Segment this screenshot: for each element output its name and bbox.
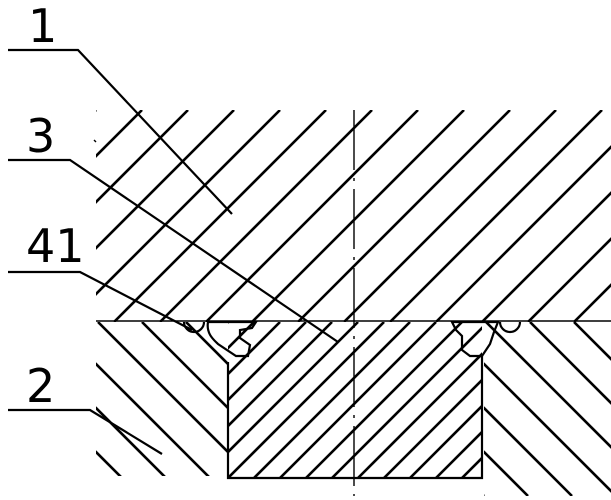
- label-part-41: 41: [26, 219, 85, 273]
- hatch-line: [274, 322, 448, 496]
- hatch-line: [488, 322, 611, 478]
- hatch-line: [96, 110, 281, 296]
- hatch-line: [230, 322, 404, 496]
- hatch-line: [435, 145, 611, 322]
- hatch-line: [389, 110, 603, 322]
- hatch-line: [96, 322, 185, 476]
- hatch-line: [228, 322, 385, 478]
- hatch-line: [573, 322, 611, 496]
- hatch-line: [251, 110, 465, 322]
- hatch-line: [305, 322, 463, 478]
- center-block-hatching: [228, 322, 611, 478]
- hatch-line: [228, 322, 359, 454]
- hatch-line: [96, 322, 141, 476]
- hatch-line: [279, 322, 437, 478]
- hatch-line: [141, 322, 228, 476]
- hatch-line: [318, 322, 492, 496]
- hatch-line: [566, 322, 611, 478]
- hatch-line: [481, 191, 611, 322]
- hatch-line: [484, 322, 611, 496]
- label-part-2: 2: [26, 359, 55, 413]
- label-part-1: 1: [28, 0, 57, 53]
- hatch-line: [484, 322, 485, 496]
- hatch-line: [383, 378, 482, 478]
- right-seal-groove: [450, 320, 500, 358]
- hatch-line: [529, 322, 611, 496]
- hatch-line: [96, 322, 228, 476]
- center-block-outline: [226, 356, 484, 480]
- hatch-line: [228, 322, 333, 428]
- hatch-line: [485, 322, 611, 496]
- hatch-line: [357, 352, 482, 478]
- hatch-line: [228, 322, 229, 324]
- hatch-line: [113, 110, 327, 322]
- tick-mark: [93, 139, 97, 143]
- leader-line-41: [8, 270, 193, 331]
- hatch-line: [484, 322, 529, 496]
- hatch-line: [205, 110, 419, 322]
- hatch-line: [484, 322, 573, 496]
- right-seal-bead: [498, 321, 522, 334]
- hatch-line: [331, 326, 482, 478]
- upper-part-hatching: [96, 110, 611, 322]
- left-seal-groove: [206, 320, 259, 358]
- hatch-line: [228, 322, 307, 402]
- hatch-line: [96, 110, 235, 250]
- hatch-line: [343, 110, 557, 322]
- hatch-line: [461, 456, 482, 478]
- hatch-line: [297, 110, 511, 322]
- label-part-3: 3: [26, 109, 55, 163]
- hatch-line: [185, 322, 228, 476]
- hatch-line: [96, 110, 189, 204]
- leader-line-3: [8, 158, 339, 343]
- hatch-line: [362, 322, 536, 496]
- hatch-line: [527, 237, 611, 322]
- hatch-line: [409, 404, 482, 478]
- lower-left-hatching: [96, 322, 536, 496]
- leader-line-1: [8, 48, 233, 215]
- lower-right-hatching: [484, 322, 611, 496]
- leader-line-2: [8, 408, 163, 455]
- hatch-line: [96, 110, 143, 158]
- hatch-line: [573, 283, 611, 322]
- hatch-line: [228, 322, 281, 376]
- hatch-line: [159, 110, 373, 322]
- hatch-line: [253, 322, 411, 478]
- hatch-line: [435, 430, 482, 478]
- hatch-line: [97, 322, 228, 476]
